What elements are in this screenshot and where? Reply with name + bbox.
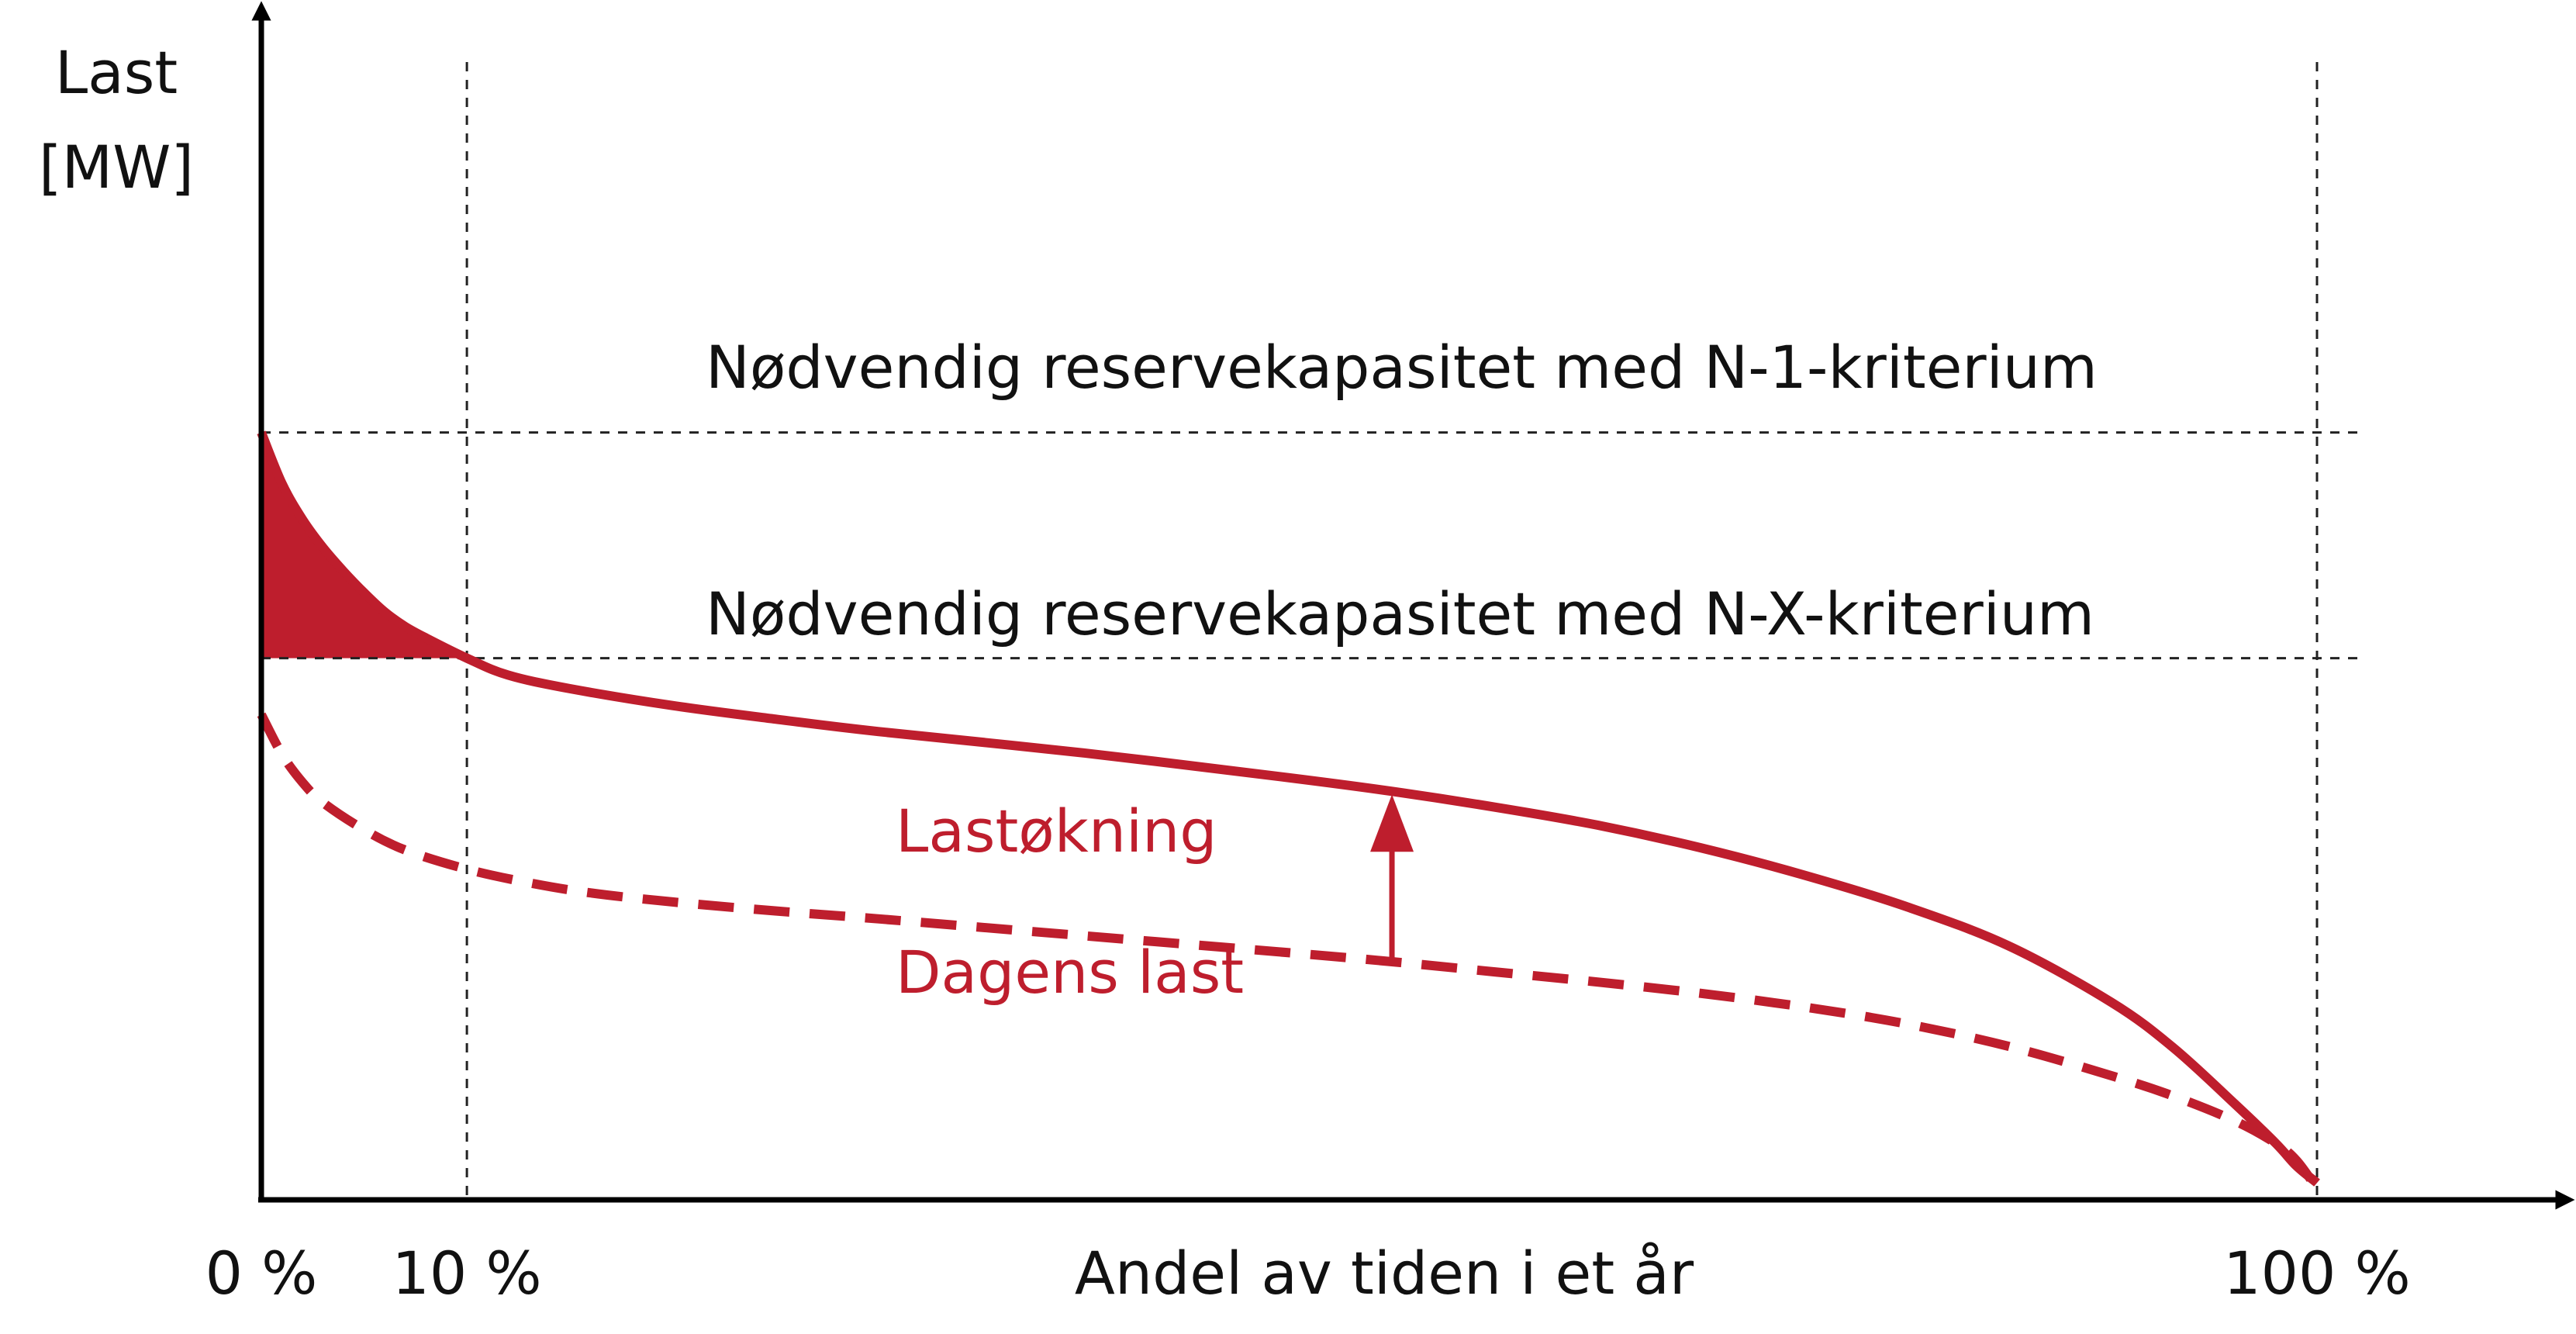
series-line-dagens-last bbox=[257, 712, 2321, 1192]
x-axis-label: Andel av tiden i et år bbox=[1075, 1239, 1694, 1308]
series-label-lastokning: Lastøkning bbox=[896, 797, 1217, 866]
reference-lines bbox=[261, 431, 2364, 660]
x-tick-label: 10 % bbox=[392, 1239, 542, 1308]
vertical-reference-lines bbox=[465, 62, 2319, 1200]
load-increase-arrow bbox=[1370, 794, 1414, 962]
y-axis-label-line2: [MW] bbox=[39, 133, 194, 202]
series-layer bbox=[257, 430, 2321, 1192]
series-line-lastokning bbox=[257, 430, 2320, 1187]
x-tick-label: 100 % bbox=[2223, 1239, 2410, 1308]
arrow-head bbox=[1370, 794, 1414, 852]
series-label-dagens-last: Dagens last bbox=[896, 938, 1244, 1007]
y-axis-label-line1: Last bbox=[55, 38, 178, 107]
n1-reference-label: Nødvendig reservekapasitet med N-1-krite… bbox=[706, 333, 2098, 402]
excess-load-shaded-area bbox=[261, 432, 468, 658]
x-tick-label: 0 % bbox=[205, 1239, 318, 1308]
nx-reference-label: Nødvendig reservekapasitet med N-X-krite… bbox=[706, 579, 2094, 648]
x-tick-labels: 0 % 10 % 100 % bbox=[205, 1239, 2411, 1308]
